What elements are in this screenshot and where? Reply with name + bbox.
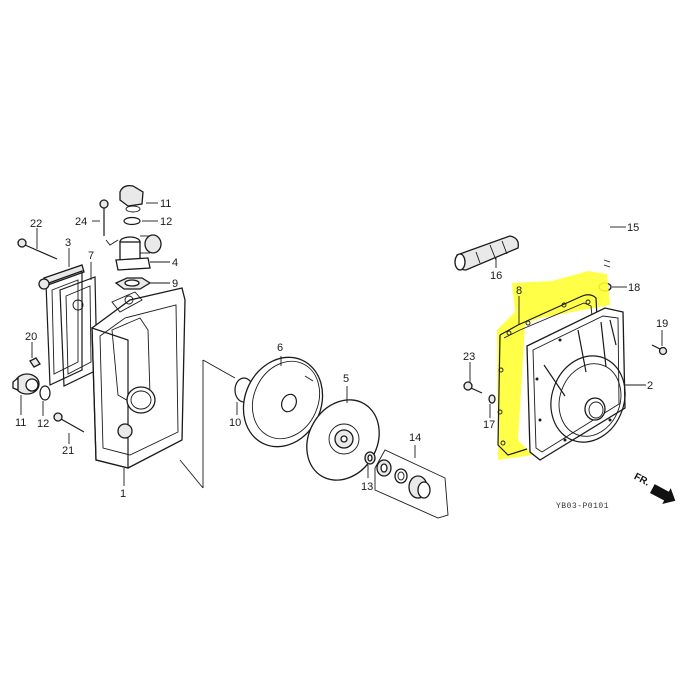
- callout-4: 4: [172, 257, 178, 269]
- pump-case-1: [91, 287, 186, 469]
- diagram-code: YB03-P0101: [556, 502, 609, 511]
- callout-7: 7: [88, 250, 94, 262]
- o-ring-12-left: [39, 385, 51, 401]
- washer-17: [488, 394, 496, 404]
- callout-21: 21: [62, 445, 74, 457]
- callout-6: 6: [277, 342, 283, 354]
- outlet-elbow-4: [115, 234, 162, 271]
- drain-plug-11: [12, 373, 40, 395]
- callout-19: 19: [656, 318, 668, 330]
- callout-9: 9: [172, 278, 178, 290]
- callout-2: 2: [647, 380, 653, 392]
- bolt-19: [651, 344, 668, 356]
- callout-24: 24: [75, 216, 87, 228]
- callout-16: 16: [490, 270, 502, 282]
- o-ring-12-top: [123, 216, 141, 226]
- callout-15: 15: [627, 222, 639, 234]
- bolt-24: [99, 199, 109, 236]
- callout-11-left: 11: [15, 417, 26, 429]
- handle-15: [531, 181, 611, 272]
- bolt-21: [53, 412, 85, 433]
- bolt-20: [29, 357, 41, 368]
- callout-23: 23: [463, 351, 475, 363]
- cover-plate-2: [526, 307, 626, 461]
- callout-18: 18: [628, 282, 640, 294]
- gasket-9: [114, 277, 152, 290]
- callout-14: 14: [409, 432, 421, 444]
- callout-12-top: 12: [160, 216, 172, 228]
- callout-12-left: 12: [37, 418, 49, 430]
- gasket-8-highlight: [497, 271, 610, 460]
- callout-13: 13: [361, 481, 373, 493]
- callout-1: 1: [120, 488, 126, 500]
- callout-22: 22: [30, 218, 42, 230]
- callout-17: 17: [483, 419, 495, 431]
- front-direction-arrow-icon: [650, 484, 676, 505]
- bolt-22: [17, 238, 58, 260]
- callout-10: 10: [229, 417, 241, 429]
- grip-16: [454, 235, 519, 271]
- cap-11-top: [119, 184, 144, 213]
- callout-11-top: 11: [160, 198, 171, 210]
- callout-3: 3: [65, 237, 71, 249]
- front-direction-label: FR.: [632, 471, 652, 488]
- callout-5: 5: [343, 373, 349, 385]
- gasket-8: [497, 294, 598, 456]
- bolt-23: [463, 381, 483, 394]
- mechanical-seal-14: [374, 449, 449, 519]
- gasket-3: [38, 264, 85, 386]
- callout-20: 20: [25, 331, 37, 343]
- callout-8: 8: [516, 285, 522, 297]
- gasket-7: [59, 276, 98, 387]
